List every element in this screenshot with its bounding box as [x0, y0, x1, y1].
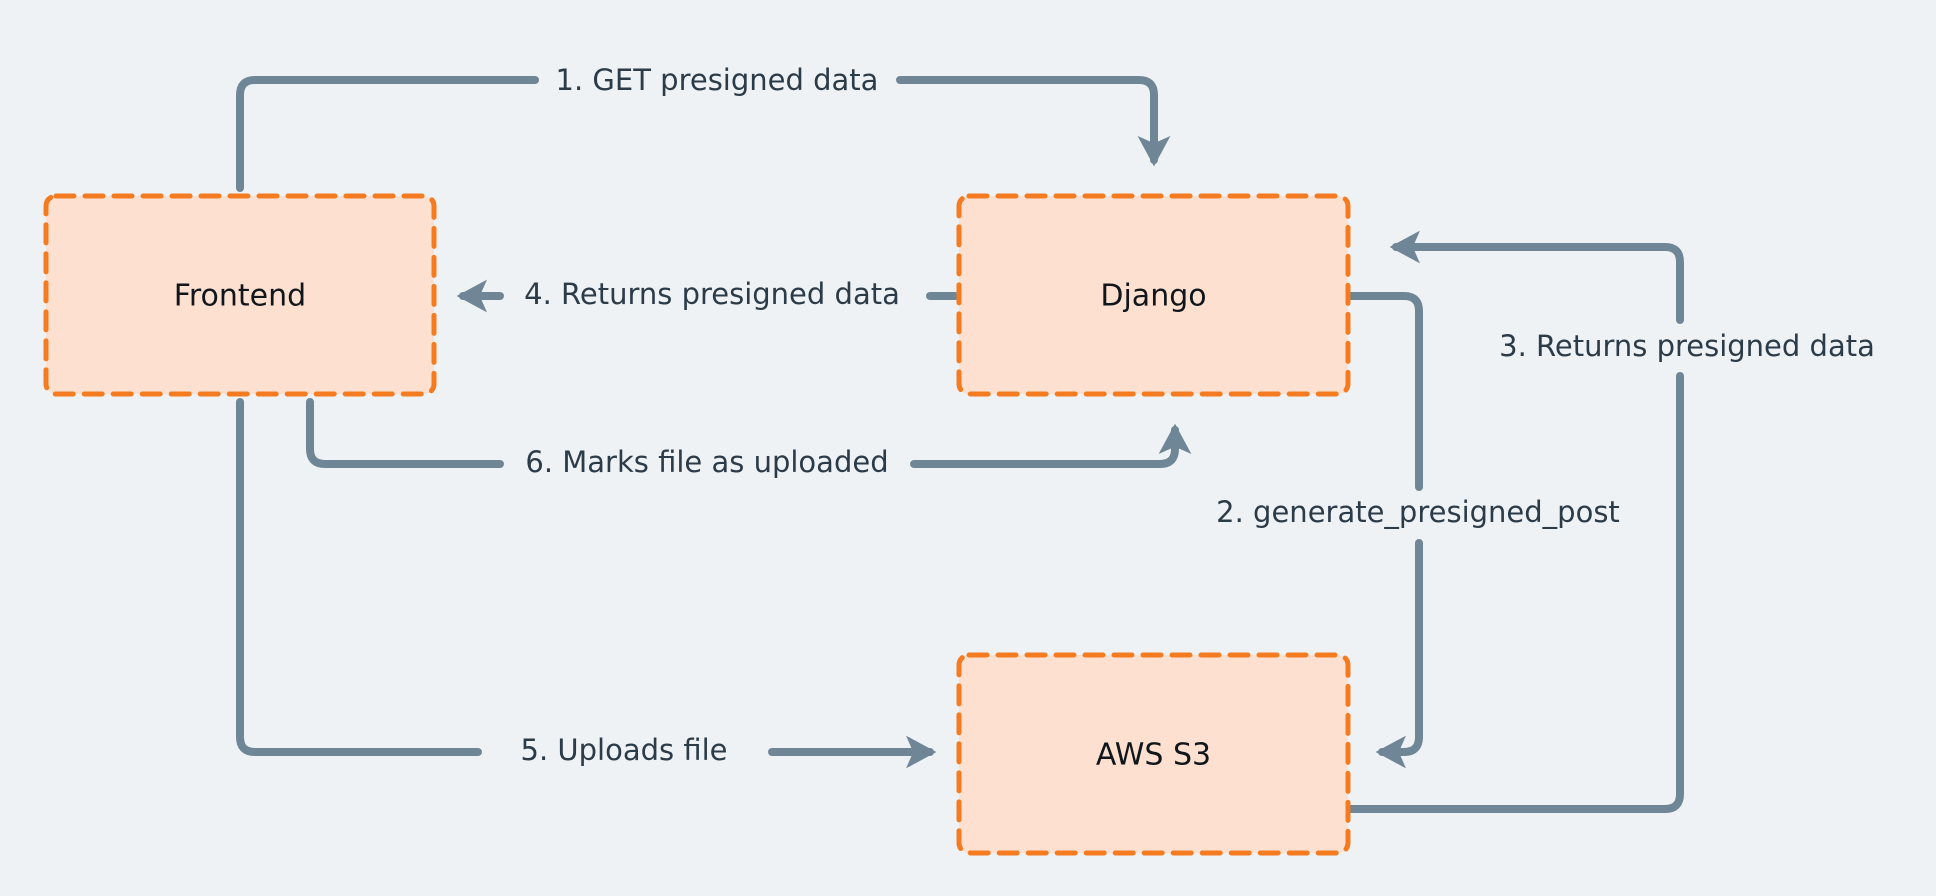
node-frontend-box[interactable] [43, 193, 437, 397]
edge-3-segment-lower [1344, 372, 1684, 813]
node-aws-s3-label: AWS S3 [1096, 738, 1211, 773]
edge-2-generate-presigned-post: 2. generate_presigned_post [1216, 292, 1620, 769]
node-aws-s3[interactable]: AWS S3 [956, 652, 1351, 856]
edge-5-label: 5. Uploads file [521, 733, 728, 767]
edge-6-segment-right [910, 423, 1192, 468]
edge-2-segment-lower [1375, 539, 1423, 769]
edge-4-returns-presigned-data: 4. Returns presigned data [456, 277, 959, 313]
edge-3-segment-upper [1389, 230, 1684, 324]
node-django[interactable]: Django [956, 193, 1351, 397]
edge-1-segment-left [236, 76, 539, 192]
edge-6-label: 6. Marks file as uploaded [525, 445, 888, 479]
edge-3-label: 3. Returns presigned data [1499, 329, 1875, 363]
edge-4-label: 4. Returns presigned data [524, 277, 900, 311]
edge-3-returns-presigned-data: 3. Returns presigned data [1344, 230, 1875, 813]
edge-1-segment-right [896, 76, 1171, 167]
node-django-label: Django [1100, 279, 1206, 314]
edge-2-segment-upper [1344, 292, 1423, 491]
edge-6-marks-file-as-uploaded: 6. Marks file as uploaded [306, 398, 1192, 479]
edge-5-uploads-file: 5. Uploads file [236, 398, 937, 769]
node-frontend-label: Frontend [174, 279, 306, 314]
node-django-box[interactable] [956, 193, 1351, 397]
edge-2-label: 2. generate_presigned_post [1216, 495, 1620, 529]
edge-1-label: 1. GET presigned data [556, 63, 879, 97]
node-frontend[interactable]: Frontend [43, 193, 437, 397]
edge-1-get-presigned-data: 1. GET presigned data [236, 63, 1171, 192]
edge-5-segment [236, 398, 482, 756]
node-aws-s3-box[interactable] [956, 652, 1351, 856]
edge-6-segment-left [306, 398, 504, 468]
